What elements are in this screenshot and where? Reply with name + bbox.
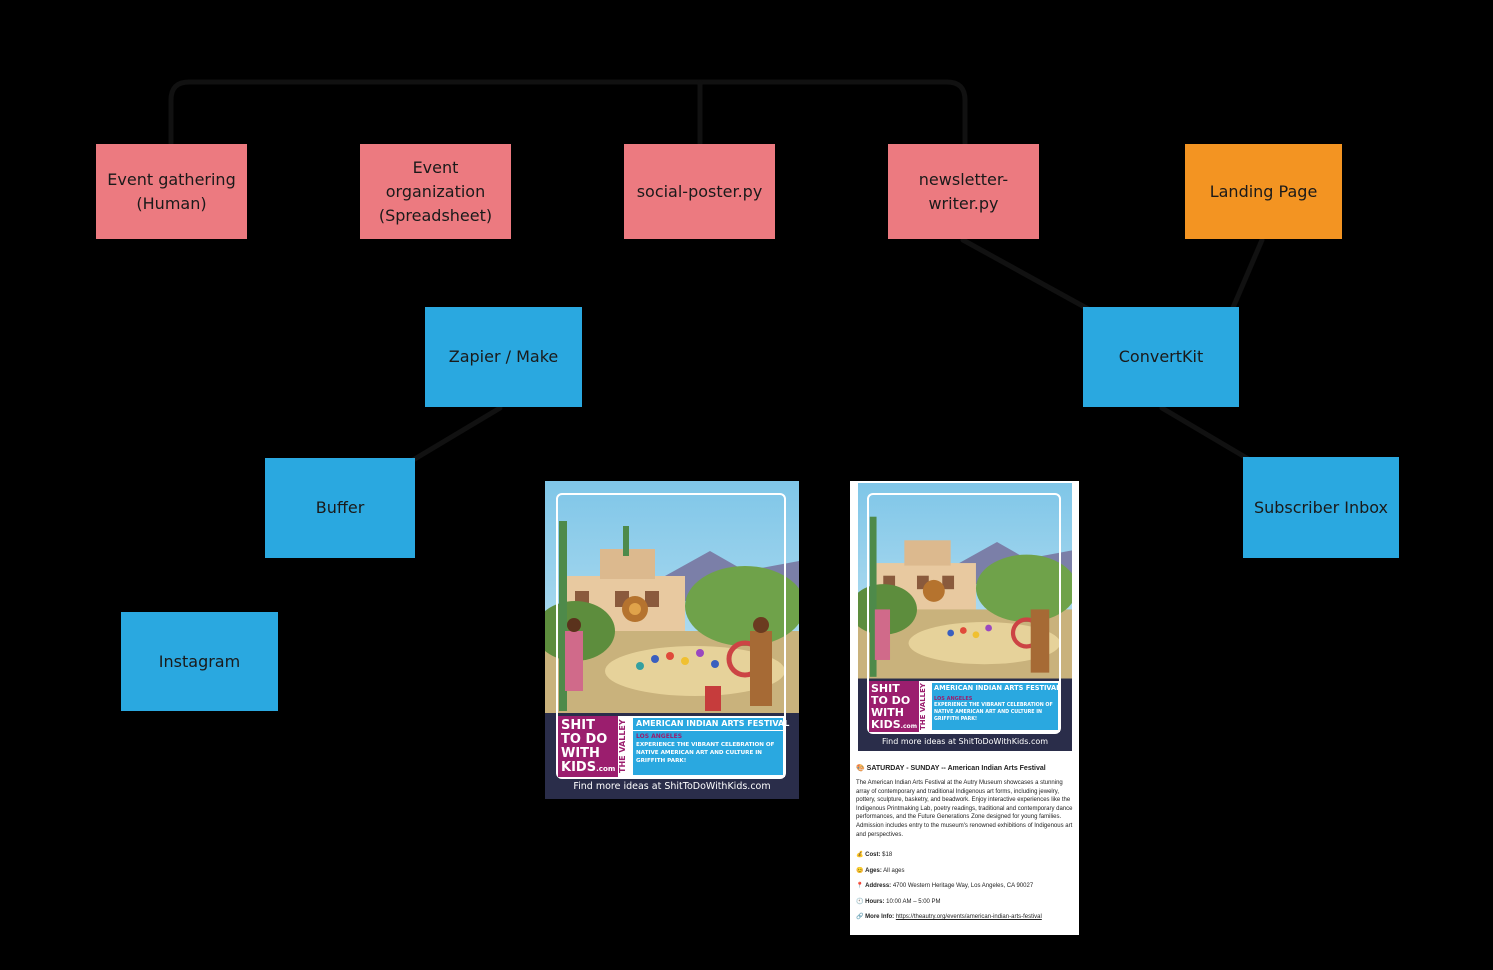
newsletter-body: The American Indian Arts Festival at the… (856, 780, 1073, 838)
zapier-make-node[interactable]: Zapier / Make (425, 307, 582, 407)
instagram-node[interactable]: Instagram (121, 612, 278, 711)
newsletter-poster-frame (867, 493, 1061, 734)
newsletter-info-box (930, 681, 1060, 732)
landing-page-node[interactable]: Landing Page (1185, 144, 1342, 239)
subscriber-inbox-node[interactable]: Subscriber Inbox (1243, 457, 1399, 558)
newsletter-brand-text: SHIT TO DO WITH KIDS (871, 682, 911, 731)
newsletter-poster-image: SHIT TO DO WITH KIDS.com THE VALLEY AMER… (858, 483, 1072, 751)
poster-frame (556, 493, 786, 779)
poster-city: LOS ANGELES (636, 733, 683, 740)
newsletter-field-more-info: 🔗 More Info: https://theautry.org/events… (856, 914, 1042, 920)
edge-newsletter-convertkit (960, 237, 1093, 313)
social-poster-preview: SHIT TO DO WITH KIDS.com THE VALLEY AMER… (545, 481, 799, 799)
newsletter-brand-suffix: .com (900, 723, 918, 730)
newsletter-side-label: THE VALLEY (919, 681, 930, 732)
edge-landing-convertkit (1229, 237, 1265, 313)
buffer-node[interactable]: Buffer (265, 458, 415, 558)
convertkit-node[interactable]: ConvertKit (1083, 307, 1239, 407)
edge-convertkit-subscriber (1159, 405, 1253, 463)
festival-illustration (545, 481, 799, 799)
poster-brand-logo: SHIT TO DO WITH KIDS.com (558, 716, 618, 777)
more-info-link[interactable]: https://theautry.org/events/american-ind… (895, 914, 1042, 920)
newsletter-more-ideas: Find more ideas at ShitToDoWithKids.com (881, 737, 1049, 746)
newsletter-field-ages: 😊 Ages: All ages (856, 868, 905, 874)
pin-icon: 📍 (856, 883, 864, 889)
newsletter-event-title: AMERICAN INDIAN ARTS FESTIVAL (934, 684, 1061, 692)
cost-icon: 💰 (856, 852, 864, 858)
link-icon: 🔗 (856, 914, 864, 920)
newsletter-field-hours: 🕙 Hours: 10:00 AM – 5:00 PM (856, 899, 941, 905)
social-poster-node[interactable]: social-poster.py (624, 144, 775, 239)
newsletter-city: LOS ANGELES (934, 696, 973, 702)
poster-more-ideas: Find more ideas at ShitToDoWithKids.com (573, 781, 771, 792)
newsletter-field-address: 📍 Address: 4700 Western Heritage Way, Lo… (856, 883, 1034, 889)
poster-info-box (631, 716, 785, 777)
smile-icon: 😊 (856, 868, 864, 874)
newsletter-brand-logo: SHIT TO DO WITH KIDS.com (869, 681, 919, 732)
event-gathering-node[interactable]: Event gathering (Human) (96, 144, 247, 239)
newsletter-field-cost: 💰 Cost: $18 (856, 852, 893, 858)
edge-zapier-buffer (410, 405, 503, 463)
newsletter-heading: 🎨 SATURDAY - SUNDAY -- American Indian A… (856, 765, 1046, 772)
edge-bracket-top (168, 79, 968, 146)
event-organization-node[interactable]: Event organization (Spreadsheet) (360, 144, 511, 239)
newsletter-preview: SHIT TO DO WITH KIDS.com THE VALLEY AMER… (850, 481, 1079, 935)
newsletter-tagline: EXPERIENCE THE VIBRANT CELEBRATION OF NA… (934, 703, 1053, 722)
poster-brand-suffix: .com (596, 764, 616, 773)
poster-title-divider (633, 730, 783, 731)
poster-brand-text: SHIT TO DO WITH KIDS (561, 718, 608, 775)
newsletter-writer-node[interactable]: newsletter- writer.py (888, 144, 1039, 239)
poster-event-title: AMERICAN INDIAN ARTS FESTIVAL (636, 719, 790, 728)
clock-icon: 🕙 (856, 899, 864, 905)
poster-side-label: THE VALLEY (618, 716, 631, 777)
poster-tagline: EXPERIENCE THE VIBRANT CELEBRATION OF NA… (636, 742, 775, 764)
